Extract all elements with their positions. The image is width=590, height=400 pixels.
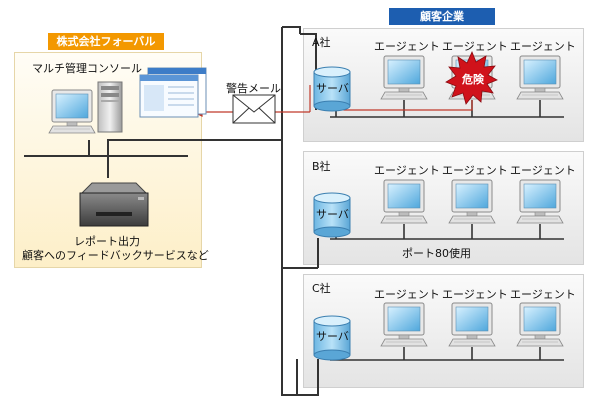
company-c-server-label: サーバ bbox=[316, 330, 349, 343]
company-b-agent-3-icon bbox=[516, 179, 564, 224]
printer-label-2: 顧客へのフィードバックサービスなど bbox=[22, 249, 209, 262]
printer-label-1: レポート出力 bbox=[74, 235, 140, 248]
company-a-name: A社 bbox=[312, 36, 331, 49]
company-b-server-label: サーバ bbox=[316, 208, 349, 221]
company-c-agent-1-label: エージェント bbox=[374, 288, 440, 301]
company-a-agent-2-label: エージェント bbox=[442, 40, 508, 53]
printer-icon bbox=[79, 182, 149, 227]
danger-label: 危険 bbox=[462, 73, 484, 86]
company-a-agent-1-label: エージェント bbox=[374, 40, 440, 53]
company-b-agent-2-label: エージェント bbox=[442, 164, 508, 177]
company-c-agent-1-icon bbox=[380, 302, 428, 347]
company-b-agent-2-icon bbox=[448, 179, 496, 224]
port-label: ポート80使用 bbox=[402, 247, 471, 260]
network-wiring bbox=[24, 26, 319, 396]
company-c-agent-2-icon bbox=[448, 302, 496, 347]
company-a-server-label: サーバ bbox=[316, 82, 349, 95]
envelope-icon bbox=[232, 94, 276, 124]
company-b-name: B社 bbox=[312, 160, 331, 173]
company-b-agent-1-label: エージェント bbox=[374, 164, 440, 177]
client-title: 顧客企業 bbox=[389, 8, 495, 25]
vendor-tower-icon bbox=[97, 81, 123, 133]
company-b-agent-3-label: エージェント bbox=[510, 164, 576, 177]
company-c-agent-2-label: エージェント bbox=[442, 288, 508, 301]
vendor-title: 株式会社フォーバル bbox=[48, 33, 164, 50]
alert-mail-label: 警告メール bbox=[226, 82, 281, 95]
console-label: マルチ管理コンソール bbox=[32, 62, 142, 75]
danger-burst-icon bbox=[445, 50, 498, 105]
console-window-icon bbox=[139, 67, 207, 118]
company-a-agent-1-icon bbox=[380, 55, 428, 100]
company-c-agent-3-label: エージェント bbox=[510, 288, 576, 301]
vendor-monitor-icon bbox=[48, 89, 96, 134]
company-b-agent-1-icon bbox=[380, 179, 428, 224]
company-a-agent-3-icon bbox=[516, 55, 564, 100]
company-c-name: C社 bbox=[312, 282, 331, 295]
company-a-agent-3-label: エージェント bbox=[510, 40, 576, 53]
company-c-agent-3-icon bbox=[516, 302, 564, 347]
